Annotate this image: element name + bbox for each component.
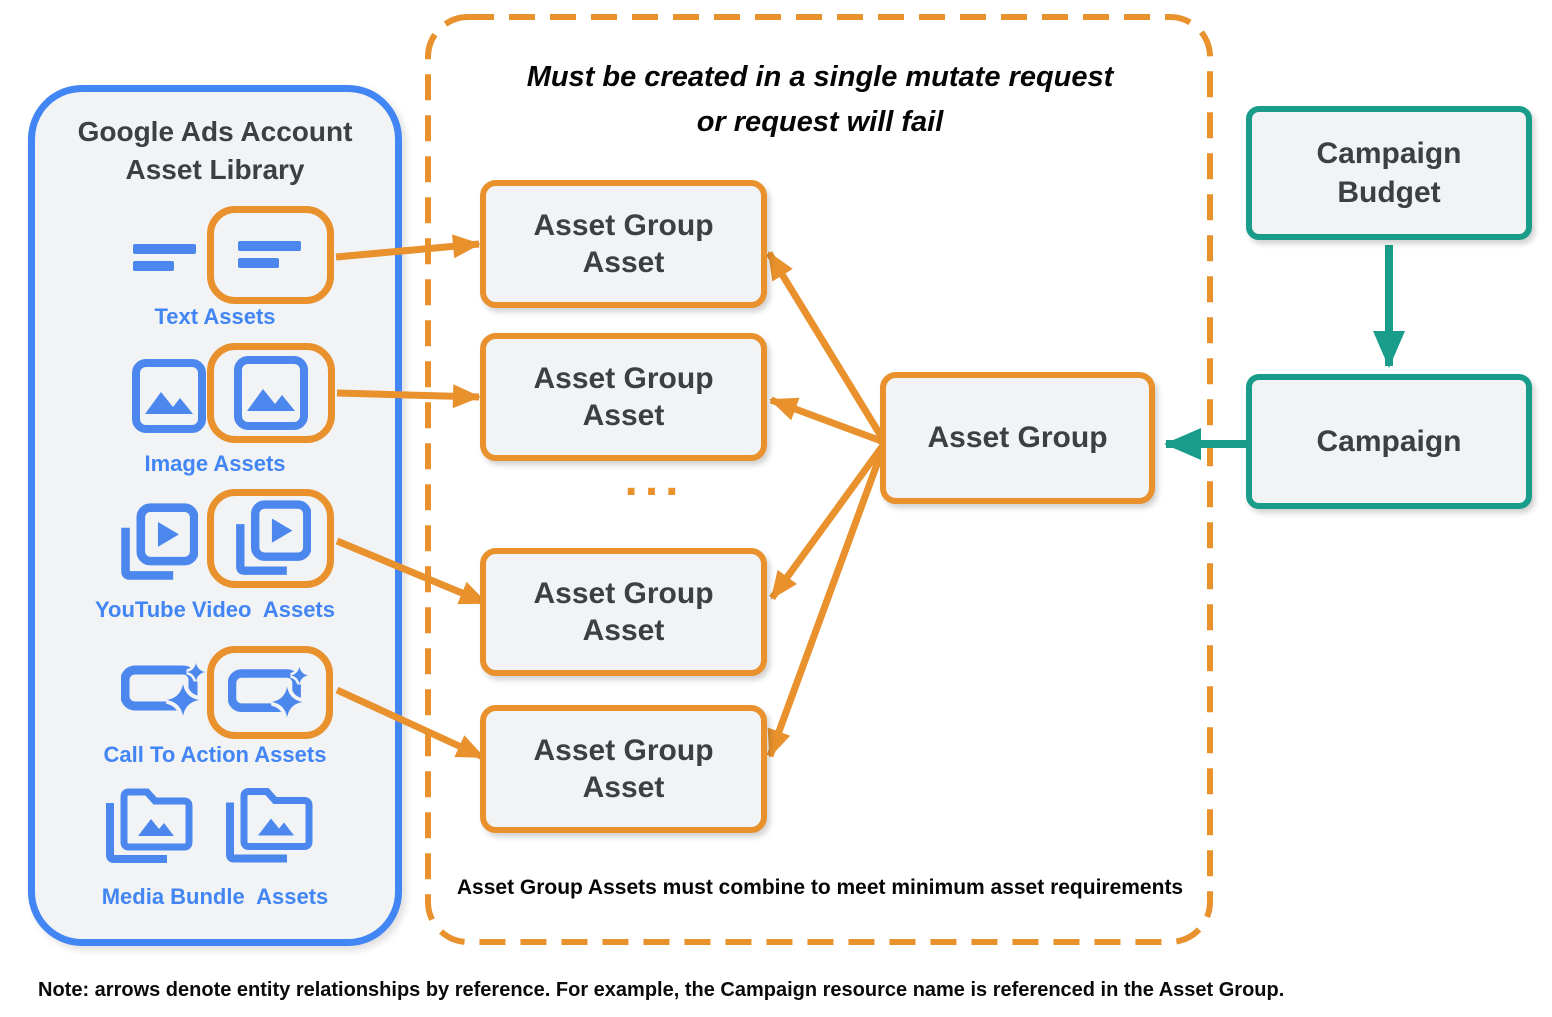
call-to-action-icon [228,666,309,719]
asset-group-asset-node-4: Asset Group Asset [480,705,767,833]
youtube-video-assets-label: YouTube Video Assets [94,597,335,622]
mutate-title-line2: or request will fail [696,106,944,138]
asset-group-asset-label: Asset Group Asset [533,577,714,647]
campaign-node: Campaign [1246,374,1532,509]
video-library-icon [116,502,198,584]
library-title-line1: Google Ads Account [77,116,353,147]
campaign-budget-node: Campaign Budget [1246,106,1532,240]
asset-group-asset-label: Asset Group Asset [533,209,714,279]
media-bundle-assets-label: Media Bundle Assets [101,884,329,909]
call-to-action-icon [121,660,209,720]
text-assets-label: Text Assets [154,304,276,329]
text-lines-icon [237,241,301,268]
mutate-panel-title: Must be created in a single mutate reque… [455,55,1185,145]
cta-asset-highlight-ring [207,646,333,739]
call-to-action-assets-label: Call To Action Assets [103,742,327,767]
campaign-budget-label: Campaign Budget [1316,137,1462,209]
video-asset-highlight-ring [207,489,334,588]
library-title: Google Ads Account Asset Library [40,113,390,189]
asset-group-asset-node-2: Asset Group Asset [480,333,767,461]
asset-group-asset-label: Asset Group Asset [533,362,714,432]
asset-group-node: Asset Group [880,372,1155,504]
image-assets-label: Image Assets [144,451,286,476]
media-bundle-icon [221,778,317,869]
mutate-panel-caption: Asset Group Assets must combine to meet … [456,876,1184,899]
asset-group-asset-node-1: Asset Group Asset [480,180,767,308]
text-lines-icon [133,244,199,272]
media-bundle-icon [101,779,197,869]
footnote: Note: arrows denote entity relationships… [38,979,1285,1001]
mutate-title-line1: Must be created in a single mutate reque… [526,61,1114,93]
video-library-icon [235,499,311,575]
image-icon [234,356,308,430]
asset-group-asset-label: Asset Group Asset [533,734,714,804]
text-asset-highlight-ring [207,206,334,304]
image-asset-highlight-ring [207,343,335,443]
asset-group-label: Asset Group [927,421,1108,454]
image-icon [132,359,206,433]
campaign-label: Campaign [1316,424,1462,458]
asset-group-asset-node-3: Asset Group Asset [480,548,767,676]
library-title-line2: Asset Library [125,154,305,185]
